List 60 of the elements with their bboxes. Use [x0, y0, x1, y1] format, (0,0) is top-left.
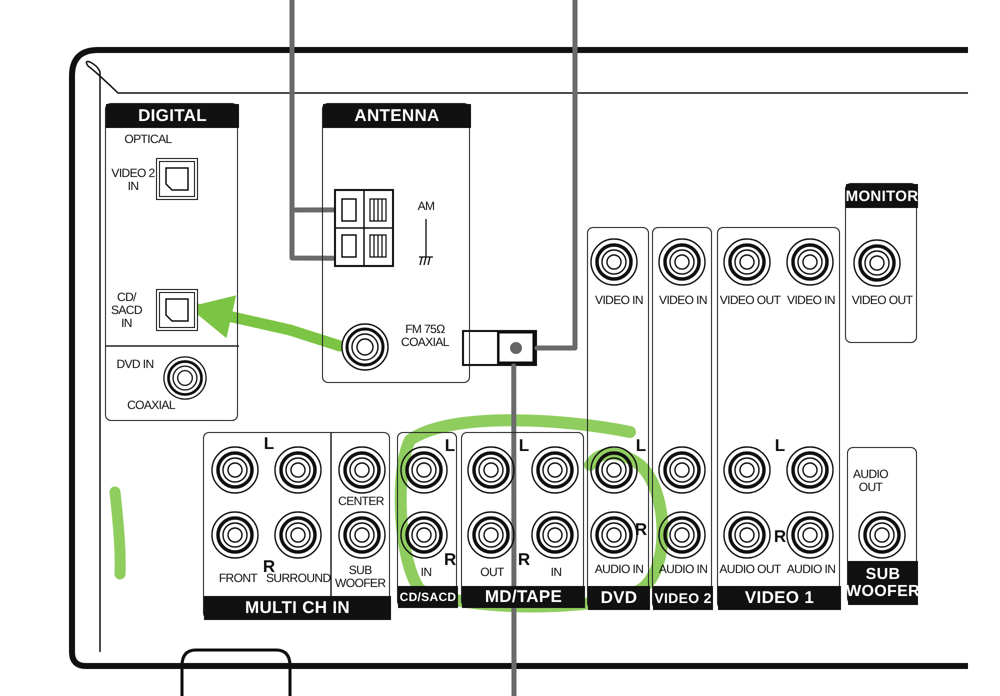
coaxial-jack: [163, 356, 207, 400]
port-label: AM: [416, 200, 436, 213]
terminal-block: [334, 189, 394, 267]
channel-letter: L: [634, 437, 648, 454]
section-title: MULTI CH IN: [204, 596, 391, 620]
port-label: VIDEO OUT: [718, 294, 782, 307]
section-title: MD/TAPE: [462, 586, 585, 608]
section-title: ANTENNA: [323, 104, 471, 128]
port-label: COAXIAL: [126, 399, 176, 412]
coaxial-jack: [341, 323, 389, 371]
digital-panel: [105, 103, 238, 421]
port-label: IN: [550, 566, 562, 579]
port-label: VIDEO IN: [658, 294, 708, 307]
port-label: AUDIO IN: [786, 563, 836, 576]
port-label: IN: [420, 566, 432, 579]
channel-letter: L: [444, 437, 456, 454]
antenna-plug: [462, 330, 537, 366]
channel-letter: R: [444, 551, 456, 568]
section-title: MONITOR: [846, 184, 918, 208]
tape-panel: [461, 432, 584, 607]
section-title: DIGITAL: [106, 104, 239, 128]
antenna-cable: [511, 364, 516, 696]
dvd-panel: [587, 227, 649, 609]
port-label: SURROUND: [266, 572, 330, 585]
optical-port: [156, 289, 198, 331]
channel-letter: R: [773, 528, 787, 545]
port-label: FM 75Ω COAXIAL: [401, 323, 449, 349]
port-label: SUB WOOFER: [335, 564, 386, 590]
channel-letter: L: [774, 437, 786, 454]
antenna-cable: [534, 0, 578, 350]
channel-letter: R: [262, 558, 276, 575]
port-label: FRONT: [218, 572, 258, 585]
port-label: AUDIO OUT: [853, 468, 888, 494]
port-label: OUT: [479, 566, 505, 579]
port-label: VIDEO 2 IN: [110, 167, 156, 193]
port-label: VIDEO IN: [594, 294, 644, 307]
port-label: VIDEO OUT: [850, 294, 914, 307]
section-title: SUB WOOFER: [848, 561, 918, 605]
optical-port: [156, 158, 198, 200]
port-label: OPTICAL: [123, 133, 173, 146]
port-label: CD/ SACD IN: [111, 291, 142, 330]
video1-panel: [717, 227, 840, 609]
channel-letter: L: [262, 435, 276, 452]
video2-panel: [652, 227, 712, 609]
port-label: CENTER: [337, 495, 385, 508]
channel-letter: R: [517, 551, 531, 568]
section-title: DVD: [588, 586, 650, 610]
antenna-panel: [322, 103, 470, 383]
monitor-panel: [845, 183, 917, 343]
section-title: CD/SACD: [398, 586, 458, 608]
multi-channel-panel: [203, 432, 390, 619]
subwoofer-panel: [847, 447, 917, 604]
port-label: AUDIO OUT: [718, 563, 782, 576]
section-title: VIDEO 1: [718, 586, 841, 610]
port-label: AUDIO IN: [594, 563, 644, 576]
channel-letter: L: [518, 437, 530, 454]
port-label: DVD IN: [115, 358, 155, 371]
port-label: VIDEO IN: [786, 294, 836, 307]
cd-input-panel: [397, 432, 457, 607]
section-title: VIDEO 2: [653, 586, 713, 610]
